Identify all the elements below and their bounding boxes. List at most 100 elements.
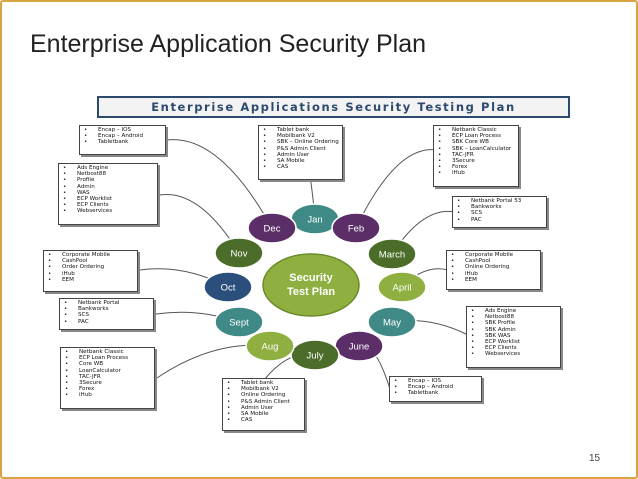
box-april-item: iHub xyxy=(451,271,537,277)
box-feb-item: SBK – LoanCalculator xyxy=(438,146,515,152)
connector-feb xyxy=(355,149,438,229)
box-feb-list: Netbank ClassicECP Loan ProcessSBK Core … xyxy=(438,127,515,177)
box-july-item: CAS xyxy=(227,417,301,423)
box-june-item: Encap – Android xyxy=(394,384,478,390)
box-june-item: Tabletbank xyxy=(394,390,478,396)
box-sept-item: Bankworks xyxy=(64,306,150,312)
box-july-item: Mobilbank V2 xyxy=(227,386,301,392)
month-node-sept: Sept xyxy=(214,306,264,338)
box-may-item: SBK WAS xyxy=(471,333,557,339)
box-aug-item: ECP Loan Process xyxy=(65,355,151,361)
box-jan-item: Mobilbank V2 xyxy=(263,133,339,139)
box-dec-list: Encap – IOSEncap – AndroidTabletbank xyxy=(84,127,162,146)
box-april: Corporate MobileCashPoolOnline Orderingi… xyxy=(446,250,541,290)
box-may-item: ECP Worklist xyxy=(471,339,557,345)
box-aug-item: iHub xyxy=(65,392,151,398)
box-jan-item: Tablet bank xyxy=(263,127,339,133)
box-dec-item: Tabletbank xyxy=(84,139,162,145)
box-oct-item: EEM xyxy=(48,277,134,283)
box-sept-item: PAC xyxy=(64,319,150,325)
box-jan-item: CAS xyxy=(263,164,339,170)
box-oct-item: CashPool xyxy=(48,258,134,264)
month-node-april: April xyxy=(377,271,427,303)
box-aug-item: 3Secure xyxy=(65,380,151,386)
box-jan-item: SBK – Online Ordering xyxy=(263,139,339,145)
month-label-march: March xyxy=(379,250,405,261)
box-feb-item: iHub xyxy=(438,170,515,176)
month-node-may-shape xyxy=(367,306,417,338)
box-feb-item: 3Secure xyxy=(438,158,515,164)
box-july-item: SA Mobile xyxy=(227,411,301,417)
box-may: Ads EngineNetbost88SBK ProfileSBK AdminS… xyxy=(466,306,561,368)
month-node-oct-shape xyxy=(203,271,253,303)
box-may-item: SBK Admin xyxy=(471,327,557,333)
month-label-nov: Nov xyxy=(231,249,248,260)
box-nov-item: ECP Worklist xyxy=(63,196,154,202)
box-aug-item: Netbank Classic xyxy=(65,349,151,355)
month-node-april-shape xyxy=(377,271,427,303)
month-node-march-shape xyxy=(367,238,417,270)
box-march-item: Bankworks xyxy=(457,204,543,210)
month-node-aug: Aug xyxy=(245,330,295,362)
month-node-feb: Feb xyxy=(331,212,381,244)
box-feb: Netbank ClassicECP Loan ProcessSBK Core … xyxy=(433,125,519,187)
box-nov-item: Profile xyxy=(63,177,154,183)
box-april-item: EEM xyxy=(451,277,537,283)
box-dec-item: Encap – Android xyxy=(84,133,162,139)
box-april-item: Online Ordering xyxy=(451,264,537,270)
box-may-item: Ads Engine xyxy=(471,308,557,314)
box-june-list: Encap – IOSEncap – AndroidTabletbank xyxy=(394,378,478,397)
box-june-item: Encap – IOS xyxy=(394,378,478,384)
box-sept-item: SCS xyxy=(64,312,150,318)
box-aug-item: Core WB xyxy=(65,361,151,367)
box-nov-list: Ads EngineNetbost88ProfileAdminWASECP Wo… xyxy=(63,165,154,215)
box-nov-item: ECP Clients xyxy=(63,202,154,208)
box-july-item: Admin User xyxy=(227,405,301,411)
month-label-oct: Oct xyxy=(221,283,236,294)
box-april-list: Corporate MobileCashPoolOnline Orderingi… xyxy=(451,252,537,283)
month-label-aug: Aug xyxy=(262,342,279,353)
month-label-june: June xyxy=(349,342,370,353)
month-label-may: May xyxy=(383,318,401,329)
month-label-feb: Feb xyxy=(348,224,364,235)
box-nov-item: Admin xyxy=(63,184,154,190)
box-oct-item: Order Ordering xyxy=(48,264,134,270)
box-may-item: Webservices xyxy=(471,351,557,357)
connector-dec xyxy=(166,139,273,229)
month-label-sept: Sept xyxy=(229,318,249,329)
slide-title: Enterprise Application Security Plan xyxy=(30,30,427,58)
box-may-item: SBK Profile xyxy=(471,320,557,326)
box-nov-item: Ads Engine xyxy=(63,165,154,171)
box-jan-list: Tablet bankMobilbank V2SBK – Online Orde… xyxy=(263,127,339,171)
box-oct-list: Corporate MobileCashPoolOrder OrderingiH… xyxy=(48,252,134,283)
month-node-sept-shape xyxy=(214,306,264,338)
box-oct: Corporate MobileCashPoolOrder OrderingiH… xyxy=(43,250,138,292)
box-jan-item: P&S Admin Client xyxy=(263,146,339,152)
month-label-april: April xyxy=(392,283,411,294)
diagram-banner: Enterprise Applications Security Testing… xyxy=(97,96,570,118)
box-nov-item: WAS xyxy=(63,190,154,196)
month-node-dec-shape xyxy=(247,212,297,244)
box-july-list: Tablet bankMobilbank V2Online OrderingP&… xyxy=(227,380,301,424)
box-may-item: Netbost88 xyxy=(471,314,557,320)
box-june: Encap – IOSEncap – AndroidTabletbank xyxy=(389,376,482,402)
month-node-nov-shape xyxy=(214,237,264,269)
box-aug-item: TAC-JFR xyxy=(65,374,151,380)
box-feb-item: Forex xyxy=(438,164,515,170)
box-sept-list: Netbank PortalBankworksSCSPAC xyxy=(64,300,150,325)
box-feb-item: Netbank Classic xyxy=(438,127,515,133)
month-node-nov: Nov xyxy=(214,237,264,269)
box-feb-item: TAC-JFR xyxy=(438,152,515,158)
center-node-shape xyxy=(262,253,360,317)
box-april-item: Corporate Mobile xyxy=(451,252,537,258)
box-feb-item: SBK Core WB xyxy=(438,139,515,145)
box-may-item: ECP Clients xyxy=(471,345,557,351)
center-node: Security Test Plan xyxy=(262,253,360,317)
box-march-item: SCS xyxy=(457,210,543,216)
box-july-item: Tablet bank xyxy=(227,380,301,386)
box-may-list: Ads EngineNetbost88SBK ProfileSBK AdminS… xyxy=(471,308,557,358)
box-july-item: Online Ordering xyxy=(227,392,301,398)
box-sept-item: Netbank Portal xyxy=(64,300,150,306)
box-july-item: P&S Admin Client xyxy=(227,399,301,405)
